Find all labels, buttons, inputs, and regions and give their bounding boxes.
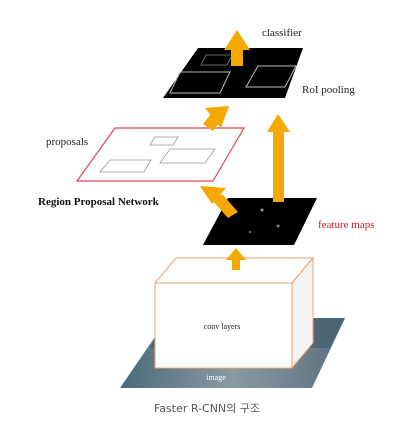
arrow-proposals-to-roi — [203, 106, 229, 131]
figure-caption: Faster R-CNN의 구조 — [0, 400, 414, 416]
conv-layers-label: conv layers — [204, 322, 241, 331]
proposals-label: proposals — [46, 136, 88, 148]
arrow-features-to-roi — [267, 114, 290, 202]
roi-pooling-label: RoI pooling — [302, 84, 355, 96]
image-label: image — [206, 373, 226, 382]
feature-maps-label: feature maps — [318, 219, 375, 231]
proposals-plane — [77, 128, 244, 181]
classifier-label: classifier — [262, 27, 302, 39]
rpn-label: Region Proposal Network — [38, 196, 160, 208]
conv-layers-box: conv layers — [155, 258, 313, 368]
